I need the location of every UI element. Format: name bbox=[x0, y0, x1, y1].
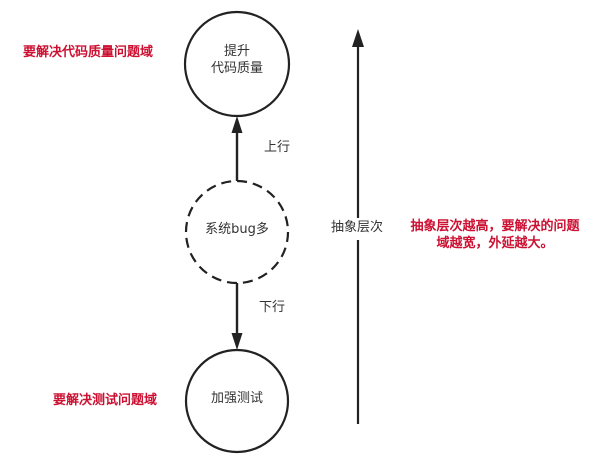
node-bottom-label: 加强测试 bbox=[210, 391, 263, 406]
annotation-bottom: 要解决测试问题域 bbox=[53, 393, 158, 408]
annotation-right: 抽象层次越高，要解决的问题 域越宽，外延越大。 bbox=[400, 219, 590, 253]
abstraction-axis-arrow-icon bbox=[340, 29, 376, 424]
arrow-down-icon bbox=[231, 283, 243, 350]
annotation-top: 要解决代码质量问题域 bbox=[23, 45, 154, 60]
node-middle-label: 系统bug多 bbox=[205, 222, 269, 237]
node-middle-circle bbox=[184, 179, 290, 285]
arrow-up-icon bbox=[231, 116, 243, 181]
annotation-right-line1: 抽象层次越高，要解决的问题 bbox=[410, 219, 580, 234]
node-top-label: 提升 代码质量 bbox=[197, 44, 277, 78]
axis-label: 抽象层次 bbox=[331, 220, 384, 235]
node-top-line1: 提升 bbox=[223, 44, 250, 59]
edge-up-label: 上行 bbox=[264, 140, 291, 155]
annotation-right-line2: 域越宽，外延越大。 bbox=[436, 235, 554, 251]
node-top-line2: 代码质量 bbox=[210, 60, 263, 76]
edge-down-label: 下行 bbox=[259, 300, 286, 315]
